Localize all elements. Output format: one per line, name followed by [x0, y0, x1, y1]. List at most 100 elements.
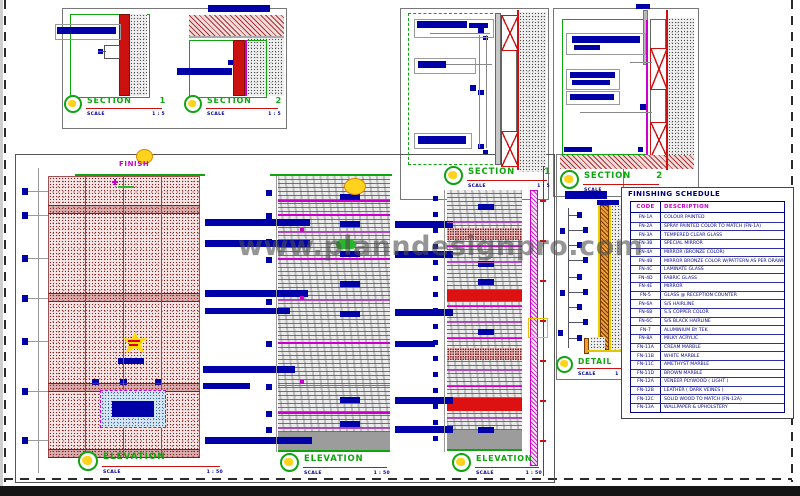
elevations-frame — [15, 154, 555, 483]
title-scale-label: SCALE — [87, 112, 105, 117]
title-bubble-fill — [564, 174, 574, 183]
section2-red-finish-strip — [233, 40, 245, 96]
row-description: WHITE MARBLE — [664, 353, 700, 359]
section1-concrete-hatch — [130, 14, 147, 96]
table-row: FN-3B SPECIAL MIRROR — [631, 238, 784, 248]
table-row: FN-6B S.S COPPER COLOR — [631, 308, 784, 317]
section1-small-boundary — [70, 14, 150, 98]
title-bubble-icon — [560, 170, 579, 189]
title-scale-value: 1 : 5 — [152, 112, 165, 117]
row-code: FN-4D — [638, 275, 653, 281]
magenta-wall-line — [646, 20, 648, 155]
title-scale-value: 1 : 50 — [525, 471, 542, 476]
row-code: FN-4E — [638, 284, 653, 290]
blocking-x-bottom-2 — [650, 122, 668, 158]
elevation-b-base-band — [278, 432, 390, 452]
title-bubble-fill — [188, 99, 197, 108]
elevation-c-red-band-3 — [447, 348, 522, 360]
blocking-x-top — [501, 15, 519, 51]
row-description: S.S COPPER COLOR — [664, 310, 709, 316]
title-bubble-icon — [64, 95, 82, 113]
title-underline — [577, 368, 625, 370]
row-code: FN-12B — [637, 388, 654, 394]
title-label: ELEVATION — [304, 453, 364, 464]
title-label: SECTION — [87, 95, 132, 105]
row-description: ALUMINIUM BY TEK — [664, 327, 708, 333]
detail-yellow-line-right — [609, 205, 611, 350]
blocking-x-top-2 — [650, 48, 668, 90]
row-description: GLASS @ RECEPTION COUNTER — [664, 293, 737, 299]
row-description: TEMPERED CLEAR GLASS — [664, 232, 723, 238]
title-underline — [86, 108, 162, 110]
row-code: FN-4B — [638, 258, 653, 264]
row-code: FN-4C — [638, 267, 653, 273]
title-label: ELEVATION — [103, 451, 166, 462]
row-description: SPECIAL MIRROR — [664, 241, 703, 247]
row-code: FN-12C — [637, 396, 654, 402]
title-number: 2 — [275, 95, 282, 105]
row-description: COLOUR PAINTED — [664, 214, 705, 220]
title-scale-label: SCALE — [468, 184, 486, 189]
title-scale-label: SCALE — [103, 470, 121, 475]
finish-balloon-icon — [136, 149, 153, 164]
schedule-header-row: CODE DESCRIPTION — [631, 202, 784, 213]
section2-large-boundary — [562, 19, 648, 155]
title-bubble-fill — [559, 360, 568, 368]
elevation-c-base-band — [447, 430, 522, 450]
title-number: 2 — [656, 170, 663, 181]
title-bubble-fill — [68, 99, 77, 108]
section1-large-boundary — [408, 13, 498, 165]
title-scale-label: SCALE — [584, 188, 602, 193]
title-scale-value: 1 : 5 — [537, 184, 550, 189]
row-description: MILKY ACRYLIC — [664, 336, 699, 342]
detail-concrete-strip — [611, 205, 621, 350]
schedule-col-description: DESCRIPTION — [664, 204, 710, 210]
section2-small-boundary — [189, 40, 267, 98]
title-bubble-icon — [78, 451, 98, 471]
row-code: FN-11A — [637, 344, 654, 350]
row-code: FN-6C — [638, 319, 653, 324]
row-description: AMETHYST MARBLE — [664, 362, 710, 368]
title-underline — [303, 467, 387, 469]
section2-slab-hatch — [189, 15, 284, 36]
elevation-b-cladding-hatch — [278, 176, 390, 452]
star-text-mark — [128, 340, 140, 342]
elevation-c-red-band-4 — [447, 398, 522, 411]
title-underline — [102, 466, 220, 468]
row-code: FN-6B — [638, 310, 653, 316]
title-scale-label: SCALE — [304, 471, 322, 476]
watermark: www.planndesignpro.com — [238, 231, 644, 262]
elevation-c-cladding-hatch — [447, 190, 522, 430]
title-scale-label: SCALE — [578, 372, 596, 377]
row-description: BROWN MARBLE — [664, 370, 703, 376]
finishing-schedule: FINISHING SCHEDULE CODE DESCRIPTION FN-1… — [621, 187, 794, 419]
row-code: FN-2A — [638, 223, 653, 229]
schedule-col-code: CODE — [636, 204, 655, 210]
row-description: FABRIC GLASS — [664, 275, 697, 281]
row-code: FN-3B — [638, 241, 653, 247]
title-underline — [467, 180, 547, 182]
title-label: ELEVATION — [476, 453, 533, 463]
title-label: SECTION — [584, 170, 632, 181]
wall-channel — [495, 13, 501, 165]
elevation-b-balloon-icon — [344, 178, 366, 195]
title-underline — [206, 108, 278, 110]
section2-floor-hatch — [560, 155, 694, 169]
finish-callout-label: FINISH — [119, 160, 150, 168]
signage-panel — [100, 390, 166, 428]
